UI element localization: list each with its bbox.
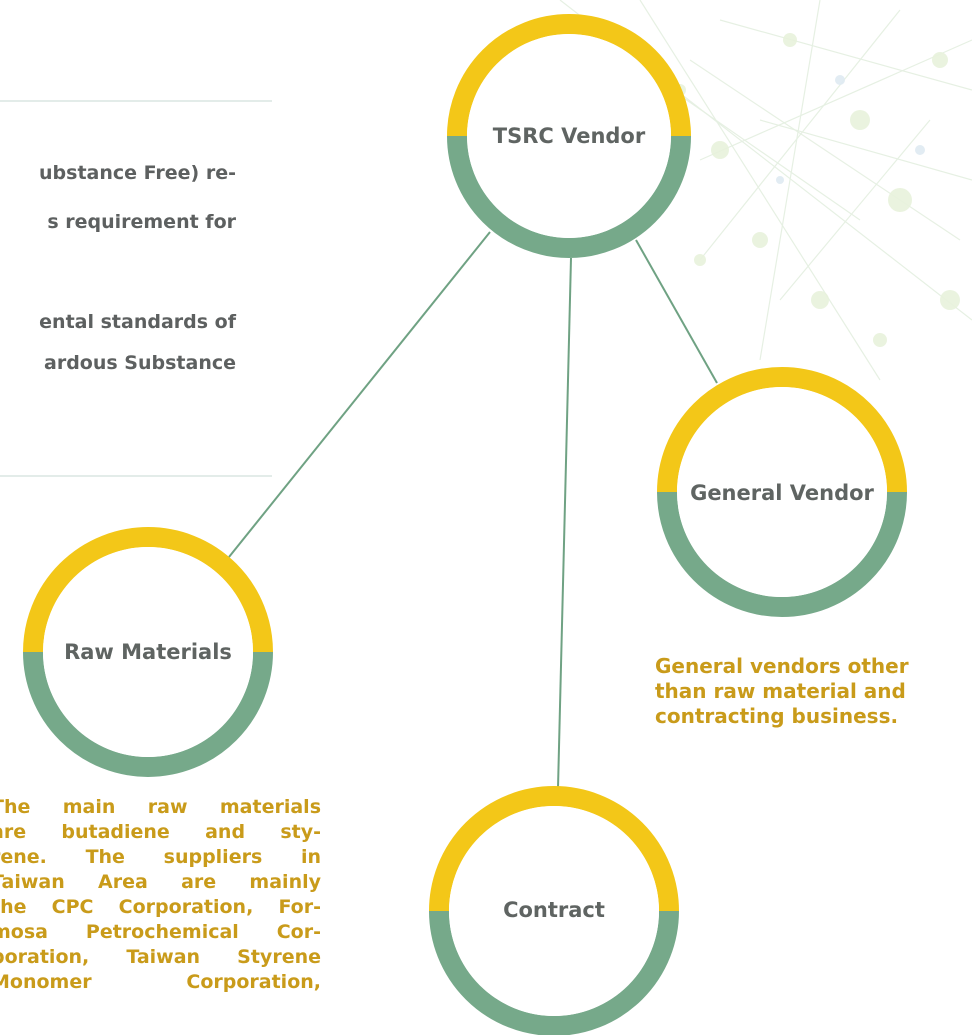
top-divider (0, 100, 272, 102)
description-line: Monomer Corporation, (0, 971, 321, 993)
connector-contract (557, 257, 572, 789)
bottom-divider (0, 475, 272, 477)
raw-materials-description: The main raw materials are butadiene and… (0, 795, 321, 995)
description-line: are butadiene and sty- (0, 821, 321, 843)
description-line: rene. The suppliers in (0, 846, 321, 868)
description-line: Taiwan Area are mainly (0, 871, 321, 893)
description-line: The main raw materials (0, 796, 321, 818)
description-line: than raw material and (655, 679, 906, 703)
tsrc-vendor-ring (447, 14, 691, 258)
intro-text-line: ardous Substance (44, 352, 236, 374)
general-vendor-label: General Vendor (690, 481, 874, 505)
tsrc-vendor-label: TSRC Vendor (492, 124, 646, 148)
description-line: contracting business. (655, 704, 899, 728)
intro-text-line: ubstance Free) re- (39, 162, 236, 184)
raw-materials-label: Raw Materials (64, 640, 232, 664)
intro-text-line: ental standards of (39, 311, 236, 333)
general-vendor-description: General vendors other than raw material … (655, 654, 909, 729)
connector-raw-materials (228, 231, 491, 558)
general-vendor-ring (657, 367, 907, 617)
contract-ring (429, 786, 679, 1035)
description-line: mosa Petrochemical Cor- (0, 921, 321, 943)
contract-label: Contract (503, 898, 605, 922)
connector-general-vendor (635, 239, 718, 384)
intro-text-line: s requirement for (47, 211, 236, 233)
description-line: poration, Taiwan Styrene (0, 946, 321, 968)
raw-materials-ring (23, 527, 273, 777)
description-line: the CPC Corporation, For- (0, 896, 321, 918)
description-line: General vendors other (655, 654, 909, 678)
